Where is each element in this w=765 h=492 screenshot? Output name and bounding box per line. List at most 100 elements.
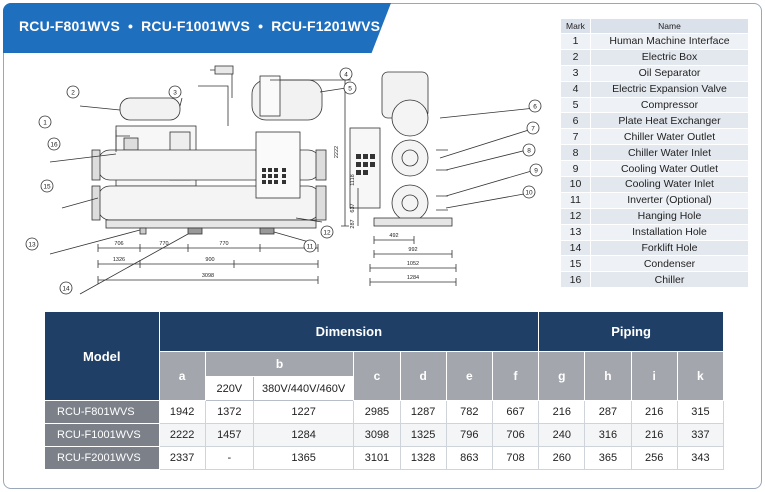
callout-3: [168, 85, 182, 99]
value-cell-a: 2222: [158, 423, 206, 447]
callout-15: [40, 179, 54, 193]
separator-dot: •: [258, 18, 264, 34]
legend-name: Chiller Water Outlet: [590, 128, 749, 146]
callout-6: [528, 99, 542, 113]
legend-header-mark: Mark: [560, 18, 591, 34]
value-cell-b2: 1284: [252, 423, 355, 447]
separator-dot: •: [128, 18, 134, 34]
callout-5: [343, 81, 357, 95]
value-cell-i: 256: [630, 446, 678, 470]
col-d: d: [399, 351, 447, 401]
legend-mark: 13: [560, 223, 591, 241]
callout-label-11: 11: [307, 244, 314, 251]
legend-name: Electric Box: [590, 48, 749, 66]
oil-separator-shape: [119, 97, 181, 121]
model-header: Model: [44, 311, 160, 401]
callout-label-13: 13: [28, 242, 36, 249]
dimension-header: Dimension: [158, 311, 540, 352]
callout-16: [47, 137, 61, 151]
value-cell-a: 1942: [158, 400, 206, 424]
callout-label-2: 2: [71, 90, 75, 97]
side-heat-exchanger: [391, 99, 429, 137]
value-cell-e: 863: [445, 446, 493, 470]
vertical-dim-text-3: 637: [350, 203, 356, 212]
col-g: g: [538, 351, 586, 401]
callout-14: [59, 281, 73, 295]
legend-mark: 4: [560, 80, 591, 98]
value-cell-g: 260: [538, 446, 586, 470]
legend-name: Forklift Hole: [590, 239, 749, 257]
model-name-2: RCU-F1001WVS: [141, 18, 251, 34]
model-name-3: RCU-F1201WVS: [271, 18, 381, 34]
dimension-table: Model Dimension Piping a b c d e f g h i…: [44, 311, 725, 470]
model-name-1: RCU-F801WVS: [19, 18, 120, 34]
legend-mark: 2: [560, 48, 591, 66]
legend-header-name: Name: [590, 18, 749, 34]
legend-mark: 3: [560, 64, 591, 82]
legend-mark: 7: [560, 128, 591, 146]
col-b-220v: 220V: [204, 376, 254, 401]
legend-mark: 11: [560, 191, 591, 209]
vertical-dim-text-2: 1118: [350, 174, 356, 185]
value-cell-g: 216: [538, 400, 586, 424]
callout-label-5: 5: [348, 86, 352, 93]
col-b: b: [204, 351, 355, 377]
front-dim-text-2: 770: [159, 241, 168, 247]
banner-title: RCU-F801WVS • RCU-F1001WVS • RCU-F1201WVS: [19, 18, 380, 34]
value-cell-i: 216: [630, 400, 678, 424]
legend-mark: 8: [560, 144, 591, 162]
callout-1: [38, 115, 52, 129]
value-cell-h: 365: [584, 446, 632, 470]
callout-8: [522, 143, 536, 157]
value-cell-c: 2985: [353, 400, 401, 424]
inverter-panel: [255, 131, 301, 199]
callout-2: [66, 85, 80, 99]
value-cell-b2: 1365: [252, 446, 355, 470]
value-cell-f: 708: [491, 446, 540, 470]
value-cell-a: 2337: [158, 446, 206, 470]
value-cell-b2: 1227: [252, 400, 355, 424]
col-b-380v: 380V/440V/460V: [252, 376, 355, 401]
value-cell-c: 3098: [353, 423, 401, 447]
callout-label-16: 16: [50, 142, 58, 149]
legend-mark: 12: [560, 207, 591, 225]
callout-12: [320, 225, 334, 239]
front-dim-text-5: 900: [205, 257, 214, 263]
callout-label-1: 1: [43, 120, 47, 127]
side-electric-box: [349, 127, 381, 209]
callout-label-12: 12: [323, 230, 331, 237]
model-cell: RCU-F1001WVS: [44, 423, 160, 447]
value-cell-b1: -: [204, 446, 254, 470]
value-cell-d: 1328: [399, 446, 447, 470]
callout-label-6: 6: [533, 104, 537, 111]
col-i: i: [630, 351, 678, 401]
legend-mark: 15: [560, 255, 591, 273]
col-h: h: [584, 351, 632, 401]
front-dim-text-total: 3098: [202, 273, 214, 279]
front-dim-text-1: 706: [114, 241, 123, 247]
drawing-svg: 706 770 770 1326 900 3098 492 992 1052 1…: [25, 65, 543, 295]
piping-header: Piping: [538, 311, 724, 352]
callout-10: [522, 185, 536, 199]
base-frame: [105, 219, 317, 229]
vertical-dim-text-1: 2222: [334, 146, 340, 158]
callout-4: [339, 67, 353, 81]
legend-mark: 5: [560, 96, 591, 114]
legend-mark: 1: [560, 33, 591, 50]
callout-label-10: 10: [525, 190, 533, 197]
